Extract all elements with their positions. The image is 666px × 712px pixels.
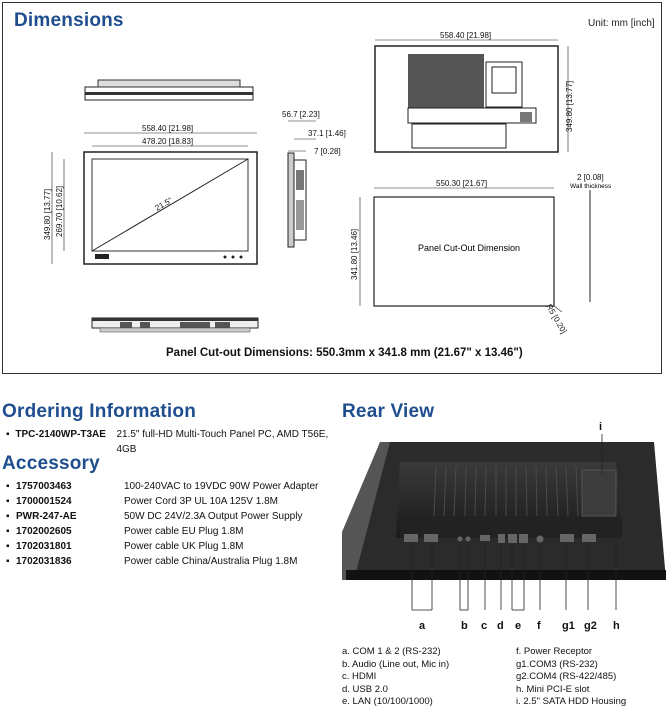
- callout-h: h: [613, 620, 620, 632]
- front-view-drawing: [51, 132, 258, 265]
- bottom-view-drawing: [91, 317, 259, 333]
- accessory-code: 1702031801: [16, 541, 72, 552]
- dimension-drawings: 558.40 [21.98] 478.20 [18.83] 349.80 [13…: [43, 31, 612, 335]
- front-height-outer: 349.80 [13.77]: [43, 189, 52, 240]
- accessory-title: Accessory: [2, 453, 100, 474]
- ordering-desc: 21.5" full-HD Multi-Touch Panel PC, AMD …: [116, 429, 329, 455]
- ordering-code: TPC-2140WP-T3AE: [15, 429, 106, 440]
- rear-legend-right: f. Power Receptor g1.COM3 (RS-232) g2.CO…: [516, 646, 664, 709]
- cutout-wall-label: Wall thickness: [570, 183, 612, 190]
- callout-i: i: [599, 421, 602, 433]
- accessory-desc: 50W DC 24V/2.3A Output Power Supply: [124, 511, 303, 522]
- dimensions-frame: [2, 2, 662, 374]
- front-width-outer: 558.40 [21.98]: [142, 124, 193, 133]
- side-bezel: 7 [0.28]: [314, 147, 341, 156]
- cutout-wall: 2 [0.08]: [577, 173, 604, 182]
- callout-lines: [411, 434, 617, 611]
- legend-item: i. 2.5" SATA HDD Housing: [516, 696, 627, 707]
- legend-item: g2.COM4 (RS-422/485): [516, 671, 617, 682]
- callout-a: a: [419, 620, 426, 632]
- accessory-code: PWR-247-AE: [16, 511, 77, 522]
- back-width: 558.40 [21.98]: [440, 31, 491, 40]
- rear-view-title: Rear View: [342, 401, 435, 422]
- legend-item: a. COM 1 & 2 (RS-232): [342, 646, 441, 657]
- dimensions-title: Dimensions: [14, 10, 124, 31]
- heatsink-fins: [433, 465, 579, 517]
- ordering-list: ▪ TPC-2140WP-T3AE 21.5" full-HD Multi-To…: [6, 427, 336, 457]
- accessory-desc: Power cable EU Plug 1.8M: [124, 526, 244, 537]
- legend-item: b. Audio (Line out, Mic in): [342, 658, 450, 670]
- top-view-drawing: [84, 79, 254, 101]
- back-height: 349.80 [13.77]: [565, 81, 574, 132]
- side-view-drawing: [287, 120, 316, 248]
- legend-item: g1.COM3 (RS-232): [516, 658, 598, 670]
- unit-label: Unit: mm [inch]: [588, 18, 655, 29]
- accessory-code: 1702031836: [16, 556, 72, 567]
- accessory-desc: 100-240VAC to 19VDC 90W Power Adapter: [124, 481, 319, 492]
- callout-g2: g2: [584, 620, 597, 632]
- rear-legend-left: a. COM 1 & 2 (RS-232) b. Audio (Line out…: [342, 646, 502, 709]
- hdd-housing: [581, 469, 617, 517]
- ordering-title: Ordering Information: [2, 401, 196, 422]
- accessory-code: 1702002605: [16, 526, 72, 537]
- callout-d: d: [497, 620, 504, 632]
- accessory-code: 1757003463: [16, 481, 72, 492]
- back-view-drawing: [374, 39, 569, 153]
- front-width-inner: 478.20 [18.83]: [142, 137, 193, 146]
- accessory-code: 1700001524: [16, 496, 72, 507]
- legend-item: d. USB 2.0: [342, 683, 388, 695]
- accessory-desc: Power Cord 3P UL 10A 125V 1.8M: [124, 496, 278, 507]
- cutout-label: Panel Cut-Out Dimension: [418, 243, 520, 253]
- legend-item: f. Power Receptor: [516, 646, 593, 657]
- io-ports: [404, 534, 596, 543]
- legend-item: e. LAN (10/100/1000): [342, 696, 433, 707]
- cutout-caption: Panel Cut-out Dimensions: 550.3mm x 341.…: [166, 347, 523, 359]
- callout-g1: g1: [562, 620, 575, 632]
- callout-b: b: [461, 620, 468, 632]
- rear-view-photo: a b c d e f g1 g2 h i: [342, 421, 666, 632]
- cutout-height: 341.80 [13.46]: [350, 229, 359, 280]
- callout-e: e: [515, 620, 521, 632]
- legend-item: c. HDMI: [342, 671, 377, 682]
- front-height-inner: 269.70 [10.62]: [55, 186, 64, 237]
- cutout-width: 550.30 [21.67]: [436, 179, 487, 188]
- callout-c: c: [481, 620, 487, 632]
- legend-item: h. Mini PCI-E slot: [516, 683, 590, 695]
- side-depth-total: 56.7 [2.23]: [282, 110, 320, 119]
- ordering-item: ▪ TPC-2140WP-T3AE 21.5" full-HD Multi-To…: [6, 427, 336, 457]
- accessory-desc: Power cable China/Australia Plug 1.8M: [124, 556, 298, 567]
- cutout-drawing: [359, 187, 591, 313]
- accessory-desc: Power cable UK Plug 1.8M: [124, 541, 244, 552]
- side-depth-body: 37.1 [1.46]: [308, 129, 346, 138]
- callout-f: f: [537, 620, 541, 632]
